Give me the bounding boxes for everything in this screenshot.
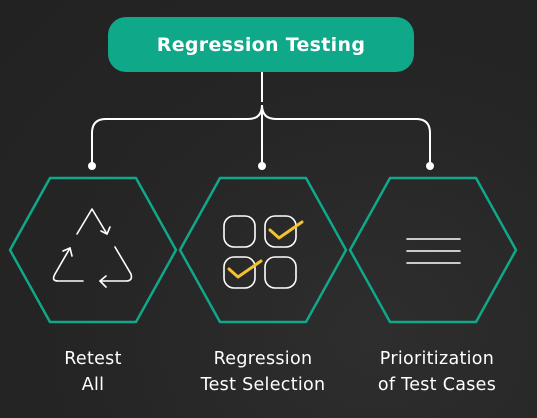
connector-dot-left	[88, 162, 96, 170]
connector-dot-right	[426, 162, 434, 170]
check-mark-top-right	[268, 220, 304, 240]
checkbox-bottom-right	[264, 256, 297, 289]
connector-dot-middle	[258, 162, 266, 170]
connector-tree	[91, 72, 431, 166]
check-mark-bottom-left	[227, 259, 263, 279]
checkbox-grid-icon	[223, 215, 304, 289]
hexagon-regression-test-selection	[178, 176, 348, 324]
recycle-icon	[52, 208, 133, 288]
caption-retest-all: Retest All	[8, 346, 178, 398]
caption-line-2: Test Selection	[200, 375, 326, 395]
caption-line-1: Prioritization	[379, 349, 495, 369]
caption-prioritization: Prioritization of Test Cases	[352, 346, 522, 398]
hexagon-retest-all	[8, 176, 178, 324]
title-text: Regression Testing	[156, 33, 366, 56]
caption-regression-test-selection: Regression Test Selection	[178, 346, 348, 398]
caption-line-2: of Test Cases	[377, 375, 497, 395]
checkbox-top-right	[264, 215, 297, 248]
hexagon-prioritization	[348, 176, 518, 324]
caption-line-1: Regression	[213, 349, 313, 369]
checkbox-bottom-left	[223, 256, 256, 289]
caption-line-1: Retest	[64, 349, 122, 369]
caption-line-2: All	[81, 375, 105, 395]
title-pill: Regression Testing	[108, 17, 414, 72]
checkbox-top-left	[223, 215, 256, 248]
list-lines-icon	[406, 238, 461, 264]
